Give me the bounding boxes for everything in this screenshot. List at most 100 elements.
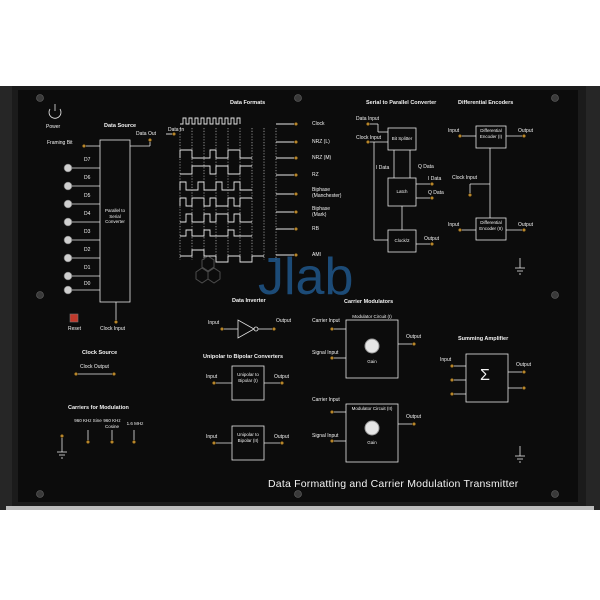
data-inverter-title: Data Inverter <box>232 298 266 304</box>
cm1-gain-label: Gain <box>367 359 377 364</box>
cm2-label: Modulator Circuit (II) <box>351 406 393 411</box>
sum-output-label: Output <box>516 362 532 368</box>
gain-knob-2[interactable] <box>364 420 380 436</box>
ub1-input-label: Input <box>206 374 218 380</box>
q-data-label: Q Data <box>418 164 434 170</box>
bit-label-d4: D4 <box>84 211 91 217</box>
screw-icon <box>36 490 44 498</box>
watermark-text: Jlab <box>258 248 353 304</box>
screw-icon <box>551 490 559 498</box>
jlab-watermark: Jlab <box>195 248 353 304</box>
summing-amp-title: Summing Amplifier <box>458 336 509 342</box>
inverter-icon <box>237 319 255 339</box>
data-out-label: Data Out <box>136 131 157 137</box>
sigma-icon: Σ <box>480 367 490 384</box>
sp-output-label: Output <box>424 236 440 242</box>
bit-label-d3: D3 <box>84 229 91 235</box>
format-mark: Biphase (Mark) <box>312 206 331 218</box>
data-source-title: Data Source <box>104 123 137 129</box>
carrier-modulators-title: Carrier Modulators <box>344 299 394 305</box>
screw-icon <box>36 94 44 102</box>
screw-icon <box>551 291 559 299</box>
screw-icon <box>36 291 44 299</box>
ub1-label: Unipolar to Bipolar (I) <box>237 372 259 383</box>
format-ami: AMI <box>312 252 321 258</box>
format-nrz-m: NRZ (M) <box>312 155 332 161</box>
power-label: Power <box>46 124 61 130</box>
parallel-to-serial-block <box>99 139 131 303</box>
carriers-title: Carriers for Modulation <box>68 405 129 411</box>
unipolar-bipolar-title: Unipolar to Bipolar Converters <box>203 354 284 360</box>
terminal-sockets[interactable] <box>60 121 527 446</box>
inv-input-label: Input <box>208 320 220 326</box>
screw-icon <box>294 490 302 498</box>
toggle-switch[interactable] <box>63 199 73 209</box>
ub2-output-label: Output <box>274 434 290 440</box>
board-title: Data Formatting and Carrier Modulation T… <box>268 478 519 490</box>
format-rb: RB <box>312 226 319 232</box>
toggle-switch[interactable] <box>63 235 73 245</box>
cm2-carrier-input-label: Carrier Input <box>312 397 340 403</box>
gain-knob-1[interactable] <box>364 338 380 354</box>
diff-encoder-2-block <box>475 217 507 241</box>
bit-splitter-label: Bit Splitter <box>391 136 413 141</box>
modulator-1-block <box>345 319 399 379</box>
cm1-output-label: Output <box>406 334 422 340</box>
q-data-out-label: Q Data <box>428 190 444 196</box>
serial-parallel-title: Serial to Parallel Converter <box>366 100 437 106</box>
ub2-input-label: Input <box>206 434 218 440</box>
carrier-sine-label: 960 KHz Sine <box>74 418 102 423</box>
i-data-label: I Data <box>376 165 390 171</box>
waveform-diagrams <box>166 117 296 263</box>
toggle-switch[interactable] <box>63 181 73 191</box>
clock-input-label: Clock Input <box>100 326 126 332</box>
bit-splitter-block <box>387 127 417 151</box>
toggle-switch[interactable] <box>63 271 73 281</box>
reset-label: Reset <box>68 326 82 332</box>
cm1-label: Modulator Circuit (I) <box>352 314 392 319</box>
inv-output-label: Output <box>276 318 292 324</box>
format-manchester: Biphase (Manchester) <box>312 187 342 199</box>
cm1-carrier-input-label: Carrier Input <box>312 318 340 324</box>
cm1-signal-input-label: Signal Input <box>312 350 339 356</box>
screw-icon <box>551 94 559 102</box>
cm2-gain-label: Gain <box>367 440 377 445</box>
modulator-2-block <box>345 403 399 463</box>
reset-button[interactable] <box>69 313 79 323</box>
ub1-output-label: Output <box>274 374 290 380</box>
format-rz: RZ <box>312 172 319 178</box>
bit-label-d1: D1 <box>84 265 91 271</box>
toggle-switch[interactable] <box>63 163 73 173</box>
right-rail <box>586 86 600 510</box>
carrier-cosine-label: 960 KHz Cosine <box>103 418 121 429</box>
bit-label-d6: D6 <box>84 175 91 181</box>
bit-switches[interactable] <box>63 163 100 295</box>
de1-input-label: Input <box>448 128 460 134</box>
toggle-switch[interactable] <box>63 285 73 295</box>
front-panel <box>18 90 578 502</box>
sp-clock-input-label: Clock Input <box>356 135 382 141</box>
de1-label: Differential Encoder (I) <box>479 128 503 139</box>
bit-label-d5: D5 <box>84 193 91 199</box>
latch-label: Latch <box>396 189 408 194</box>
cm2-signal-input-label: Signal Input <box>312 433 339 439</box>
diff-encoder-1-block <box>475 125 507 149</box>
hexagon-logo-icon <box>195 255 221 284</box>
de2-output-label: Output <box>518 222 534 228</box>
summing-amplifier-block <box>465 353 509 403</box>
i-data-out-label: I Data <box>428 176 442 182</box>
screw-icon <box>294 94 302 102</box>
bit-label-d2: D2 <box>84 247 91 253</box>
clock-source-title: Clock Source <box>82 350 118 356</box>
de-clock-input-label: Clock Input <box>452 175 478 181</box>
power-icon <box>48 104 62 119</box>
bit-label-d7: D7 <box>84 157 91 163</box>
toggle-switch[interactable] <box>63 217 73 227</box>
diff-encoders-title: Differential Encoders <box>458 100 514 106</box>
format-nrz-l: NRZ (L) <box>312 139 330 145</box>
toggle-switch[interactable] <box>63 253 73 263</box>
left-rail <box>0 86 12 510</box>
cm2-output-label: Output <box>406 414 422 420</box>
sum-input-label: Input <box>440 357 452 363</box>
